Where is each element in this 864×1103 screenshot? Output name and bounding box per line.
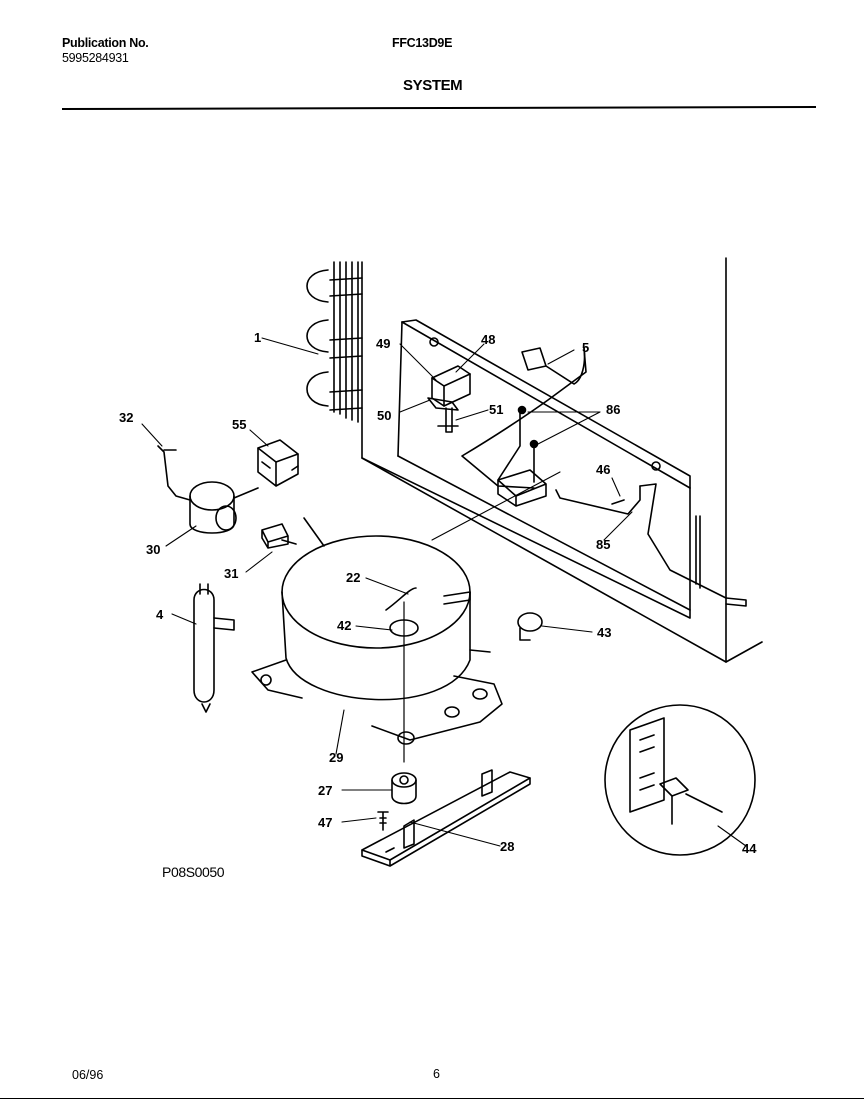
callout-50: 50 — [377, 408, 391, 423]
leader-lines — [141, 337, 747, 847]
clamp-43 — [517, 612, 543, 641]
callout-44: 44 — [742, 841, 757, 856]
callout-48: 48 — [481, 332, 495, 347]
callout-51: 51 — [489, 402, 503, 417]
callout-32: 32 — [119, 410, 133, 425]
callout-55: 55 — [232, 417, 246, 432]
page-number: 6 — [433, 1067, 440, 1081]
callout-5: 5 — [582, 340, 589, 355]
callout-86: 86 — [606, 402, 620, 417]
callout-47: 47 — [318, 815, 332, 830]
relay-55 — [257, 439, 299, 487]
drier — [193, 583, 235, 713]
callout-27: 27 — [318, 783, 332, 798]
callout-85: 85 — [596, 537, 610, 552]
callout-22: 22 — [346, 570, 360, 585]
condenser-coil — [306, 261, 363, 423]
screw — [377, 811, 389, 831]
wire-harness — [461, 347, 587, 507]
callout-30: 30 — [146, 542, 160, 557]
section-title: SYSTEM — [403, 77, 463, 94]
wire-part-85 — [555, 483, 747, 607]
cabinet-panel — [361, 257, 763, 663]
model-number: FFC13D9E — [392, 36, 453, 50]
callout-46: 46 — [596, 462, 610, 477]
callout-1: 1 — [254, 330, 261, 345]
figure-code: P08S0050 — [162, 864, 225, 880]
overload-relay-assembly — [157, 445, 259, 534]
footer-rule — [0, 1098, 864, 1099]
callout-29: 29 — [329, 750, 343, 765]
callout-49: 49 — [376, 336, 390, 351]
footer-date: 06/96 — [72, 1068, 104, 1082]
callout-28: 28 — [500, 839, 514, 854]
compressor — [251, 517, 503, 745]
publication-number: 5995284931 — [62, 51, 129, 65]
callout-4: 4 — [156, 607, 164, 622]
thermostat-part — [427, 365, 471, 433]
callout-42: 42 — [337, 618, 351, 633]
callout-31: 31 — [224, 566, 238, 581]
grommet — [391, 772, 417, 805]
callout-43: 43 — [597, 625, 611, 640]
publication-label: Publication No. — [62, 36, 149, 50]
mounting-bracket — [361, 769, 531, 867]
outlet-detail — [604, 704, 756, 856]
terminal-31 — [261, 523, 297, 549]
